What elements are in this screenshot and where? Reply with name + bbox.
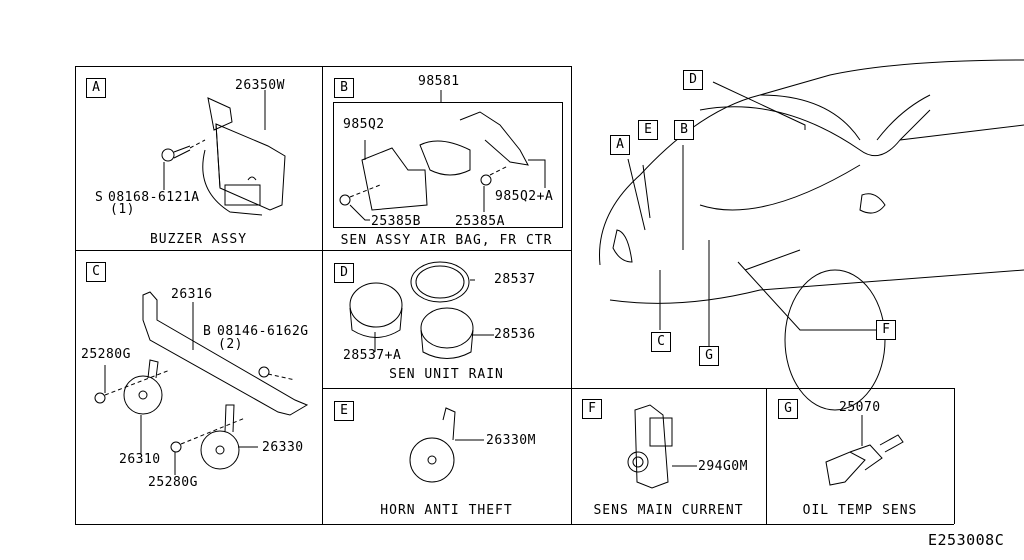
diagram-code: E253008C xyxy=(928,531,1005,549)
part-number: 26350W xyxy=(235,78,285,93)
panel-caption: SENS MAIN CURRENT xyxy=(593,503,744,518)
part-number: 294G0M xyxy=(698,459,748,474)
anti-theft-horn-drawing xyxy=(409,407,484,483)
vehicle-callout-c: C xyxy=(651,332,671,352)
panel-c-label: C xyxy=(86,262,106,282)
oil-temp-sensor-drawing xyxy=(825,415,904,486)
part-number: 28537 xyxy=(494,272,536,287)
part-number: 08146-6162G xyxy=(217,324,309,339)
part-number: 08168-6121A xyxy=(108,190,200,205)
airbag-sensor-drawing xyxy=(333,90,563,228)
part-number: 98581 xyxy=(418,74,460,89)
rain-sensor-drawing xyxy=(349,261,494,359)
symbol-s-icon: S xyxy=(95,190,104,205)
part-number: 26330M xyxy=(486,433,536,448)
vehicle-callout-a: A xyxy=(610,135,630,155)
part-number: 25280G xyxy=(148,475,198,490)
panel-g-label: G xyxy=(778,399,798,419)
vehicle-callout-f: F xyxy=(876,320,896,340)
part-number: 26316 xyxy=(171,287,213,302)
vehicle-callout-b: B xyxy=(674,120,694,140)
part-quantity: (2) xyxy=(218,337,243,352)
horn-bracket-drawing xyxy=(94,291,309,475)
vehicle-callout-g: G xyxy=(699,346,719,366)
vehicle-callout-e: E xyxy=(638,120,658,140)
panel-caption: SEN ASSY AIR BAG, FR CTR xyxy=(340,233,553,248)
vehicle-callout-d: D xyxy=(683,70,703,90)
part-number: 985Q2+A xyxy=(495,189,554,204)
current-sensor-drawing xyxy=(627,404,697,489)
panel-caption: OIL TEMP SENS xyxy=(802,503,918,518)
part-number: 25385A xyxy=(455,214,505,229)
part-number: 25280G xyxy=(81,347,131,362)
buzzer-drawing xyxy=(161,90,286,216)
part-number: 26330 xyxy=(262,440,304,455)
panel-f-label: F xyxy=(582,399,602,419)
panel-e-label: E xyxy=(334,401,354,421)
part-number: 25070 xyxy=(839,400,881,415)
panel-a-label: A xyxy=(86,78,106,98)
panel-caption: BUZZER ASSY xyxy=(149,232,248,247)
part-number: 985Q2 xyxy=(343,117,385,132)
vehicle-drawing xyxy=(599,59,1024,411)
panel-caption: SEN UNIT RAIN xyxy=(389,367,504,382)
part-number: 25385B xyxy=(371,214,421,229)
part-number: 28536 xyxy=(494,327,536,342)
part-number: 28537+A xyxy=(343,348,402,363)
panel-borders xyxy=(75,66,955,525)
panel-d-label: D xyxy=(334,263,354,283)
panel-b-label: B xyxy=(334,78,354,98)
symbol-b-icon: B xyxy=(203,324,212,339)
panel-caption: HORN ANTI THEFT xyxy=(380,503,513,518)
part-number: 26310 xyxy=(119,452,161,467)
part-quantity: (1) xyxy=(110,202,135,217)
